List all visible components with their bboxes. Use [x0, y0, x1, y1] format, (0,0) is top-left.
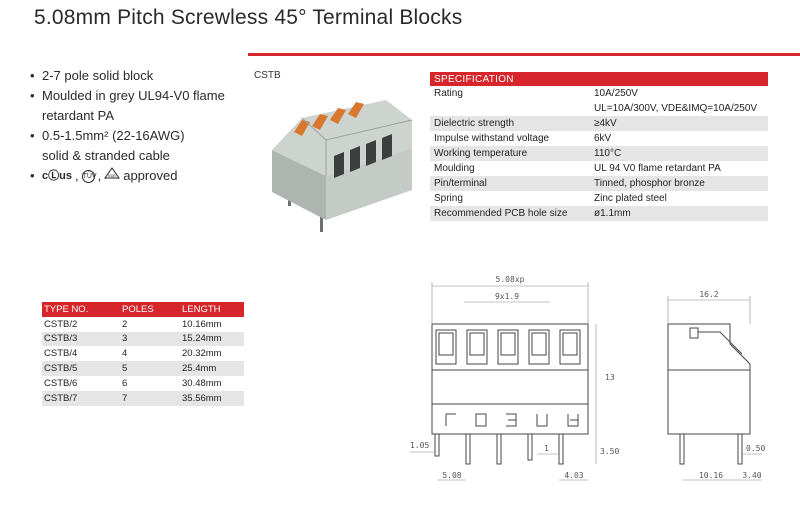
spec-label: Impulse withstand voltage — [434, 133, 550, 144]
spec-value: UL=10A/300V, VDE&IMQ=10A/250V — [594, 103, 758, 114]
type-cell: CSTB/2 — [44, 318, 78, 330]
height-dim: 13 — [605, 373, 615, 382]
vde-mark-icon: VDE — [104, 166, 121, 186]
product-code: CSTB — [254, 70, 281, 81]
spec-row: Dielectric strength≥4kV — [430, 116, 768, 131]
page-title: 5.08mm Pitch Screwless 45° Terminal Bloc… — [34, 6, 463, 29]
feature-text: Moulded in grey UL94-V0 flame — [42, 88, 225, 103]
type-cell: CSTB/4 — [44, 348, 78, 360]
length-cell: 35.56mm — [180, 390, 244, 406]
spec-row: UL=10A/300V, VDE&IMQ=10A/250V — [430, 101, 768, 116]
svg-text:VDE: VDE — [108, 173, 117, 178]
length-cell: 10.16mm — [182, 318, 222, 330]
feature-text: 2-7 pole solid block — [42, 68, 154, 83]
feature-text: 0.5-1.5mm² (22-16AWG) — [42, 128, 185, 143]
pin-dia-dim: 1.05 — [410, 441, 429, 450]
spec-label: Dielectric strength — [430, 116, 590, 131]
poles-cell: 7 — [120, 390, 180, 406]
poles-cell: 5 — [120, 361, 180, 376]
type-cell: CSTB/7 — [42, 390, 120, 406]
pin-size-dim: 0.50 — [746, 444, 765, 453]
poles-cell: 6 — [122, 377, 128, 389]
spec-row: Moulding UL 94 V0 flame retardant PA — [430, 161, 768, 176]
separator: , — [74, 168, 79, 183]
spec-value: Zinc plated steel — [594, 193, 667, 204]
pin-length-dim: 3.50 — [600, 447, 619, 456]
spec-header: SPECIFICATION — [430, 72, 768, 86]
column-header: LENGTH — [180, 302, 244, 317]
type-cell: CSTB/3 — [42, 331, 120, 347]
spec-value: ø1.1mm — [590, 206, 768, 221]
spec-label: Moulding — [434, 163, 475, 174]
feature-continuation: retardant PA — [42, 108, 115, 123]
poles-cell: 3 — [120, 331, 180, 347]
spec-label: Rating — [434, 88, 463, 99]
specification-table: SPECIFICATION Rating 10A/250V UL=10A/300V… — [430, 72, 768, 221]
column-header: TYPE NO. — [42, 302, 120, 317]
feature-item: 2-7 pole solid block — [30, 66, 252, 86]
type-number-table: TYPE NO. POLES LENGTH CSTB/2 2 10.16mm CST… — [42, 302, 244, 406]
spec-row: Spring Zinc plated steel — [430, 191, 768, 206]
column-header: POLES — [120, 302, 180, 317]
pin-width-dim: 1 — [544, 444, 549, 453]
spec-value: Tinned, phosphor bronze — [590, 176, 768, 191]
spec-label: Recommended PCB hole size — [430, 206, 590, 221]
header-divider — [248, 53, 800, 56]
spec-value: 110°C — [590, 146, 768, 161]
type-cell: CSTB/5 — [42, 361, 120, 376]
table-row: CSTB/2 2 10.16mm — [42, 317, 244, 332]
technical-drawing: 5.08xp 9x1.9 13 3.50 1.05 5.08 4.03 1 16… — [410, 275, 765, 481]
spec-value: ≥4kV — [590, 116, 768, 131]
ul-mark-icon: cⓁus — [42, 170, 72, 182]
length-cell: 30.48mm — [182, 377, 222, 389]
pitch-dim: 5.08 — [442, 471, 461, 480]
certification-item: cⓁus, TÜV, VDE approved — [30, 166, 252, 186]
tuv-mark-icon: TÜV — [81, 169, 97, 183]
separator: , — [97, 168, 102, 183]
feature-item: Moulded in grey UL94-V0 flame — [30, 86, 252, 106]
length-cell: 20.32mm — [182, 348, 222, 360]
spec-label: Working temperature — [430, 146, 590, 161]
pin-pos-dim: 10.16 — [699, 471, 723, 480]
pin-offset-dim: 3.40 — [742, 471, 761, 480]
spec-value: 6kV — [594, 133, 612, 144]
length-cell: 15.24mm — [180, 331, 244, 347]
inner-width-dim: 9x1.9 — [495, 292, 519, 301]
spec-label: Spring — [434, 193, 463, 204]
spec-row: Impulse withstand voltage 6kV — [430, 131, 768, 146]
feature-continuation: solid & stranded cable — [42, 148, 170, 163]
spec-value: UL 94 V0 flame retardant PA — [594, 163, 721, 174]
length-cell: 25.4mm — [180, 361, 244, 376]
terminal-block-image — [272, 100, 413, 232]
table-row: CSTB/4 4 20.32mm — [42, 346, 244, 361]
feature-list: 2-7 pole solid block Moulded in grey UL9… — [30, 66, 252, 186]
table-row: CSTB/6 6 30.48mm — [42, 376, 244, 391]
spec-label — [430, 101, 590, 116]
type-table-header: TYPE NO. POLES LENGTH — [42, 302, 244, 317]
certification-suffix: approved — [123, 168, 178, 183]
depth-dim: 16.2 — [699, 290, 718, 299]
spec-row: Rating 10A/250V — [430, 86, 768, 101]
feature-item: 0.5-1.5mm² (22-16AWG) — [30, 126, 252, 146]
spec-value: 10A/250V — [594, 88, 638, 99]
spec-label: Pin/terminal — [430, 176, 590, 191]
overall-width-dim: 5.08xp — [496, 275, 525, 284]
poles-cell: 4 — [122, 348, 128, 360]
edge-dim: 4.03 — [564, 471, 583, 480]
poles-cell: 2 — [122, 318, 128, 330]
type-cell: CSTB/6 — [44, 377, 78, 389]
